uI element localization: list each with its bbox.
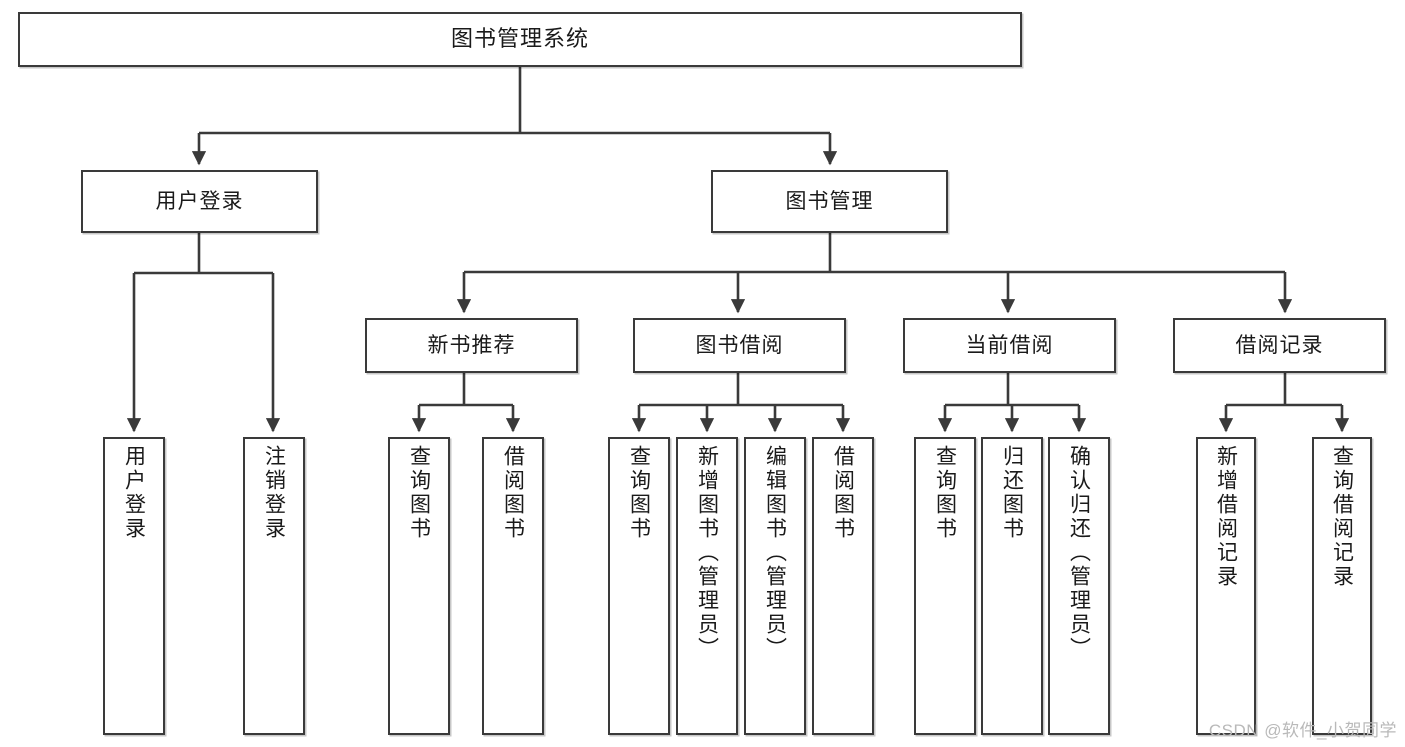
leaf-borrow-book-2[interactable]: 借阅图书	[812, 437, 874, 735]
node-current-borrowing[interactable]: 当前借阅	[903, 318, 1116, 373]
node-label: 编辑图书（管理员）	[763, 445, 787, 661]
node-label: 用户登录	[155, 189, 244, 213]
node-label: 当前借阅	[965, 333, 1054, 357]
node-label: 查询图书	[627, 445, 651, 541]
node-label: 借阅图书	[501, 445, 525, 541]
node-user-login[interactable]: 用户登录	[81, 170, 318, 233]
node-label: 查询图书	[933, 445, 957, 541]
leaf-confirm-return-admin[interactable]: 确认归还（管理员）	[1048, 437, 1110, 735]
leaf-edit-book-admin[interactable]: 编辑图书（管理员）	[744, 437, 806, 735]
node-label: 图书管理系统	[450, 26, 589, 52]
leaf-add-borrow-record[interactable]: 新增借阅记录	[1196, 437, 1256, 735]
leaf-query-book-3[interactable]: 查询图书	[914, 437, 976, 735]
node-label: 新书推荐	[427, 333, 516, 357]
leaf-user-logout[interactable]: 注销登录	[243, 437, 305, 735]
leaf-borrow-book-1[interactable]: 借阅图书	[482, 437, 544, 735]
node-label: 查询借阅记录	[1330, 445, 1354, 589]
node-label: 注销登录	[262, 445, 286, 541]
node-label: 新增借阅记录	[1214, 445, 1238, 589]
node-root-book-management-system[interactable]: 图书管理系统	[18, 12, 1022, 67]
leaf-query-book-2[interactable]: 查询图书	[608, 437, 670, 735]
node-label: 确认归还（管理员）	[1067, 445, 1091, 661]
leaf-query-book-1[interactable]: 查询图书	[388, 437, 450, 735]
node-new-book-recommendation[interactable]: 新书推荐	[365, 318, 578, 373]
leaf-return-book[interactable]: 归还图书	[981, 437, 1043, 735]
node-label: 借阅记录	[1235, 333, 1324, 357]
leaf-query-borrow-record[interactable]: 查询借阅记录	[1312, 437, 1372, 735]
leaf-add-book-admin[interactable]: 新增图书（管理员）	[676, 437, 738, 735]
node-label: 图书借阅	[695, 333, 784, 357]
node-borrowing-records[interactable]: 借阅记录	[1173, 318, 1386, 373]
leaf-user-login[interactable]: 用户登录	[103, 437, 165, 735]
node-book-borrowing[interactable]: 图书借阅	[633, 318, 846, 373]
node-book-management[interactable]: 图书管理	[711, 170, 948, 233]
node-label: 查询图书	[407, 445, 431, 541]
node-label: 新增图书（管理员）	[695, 445, 719, 661]
node-label: 借阅图书	[831, 445, 855, 541]
node-label: 图书管理	[785, 189, 874, 213]
node-label: 用户登录	[122, 445, 146, 541]
node-label: 归还图书	[1000, 445, 1024, 541]
